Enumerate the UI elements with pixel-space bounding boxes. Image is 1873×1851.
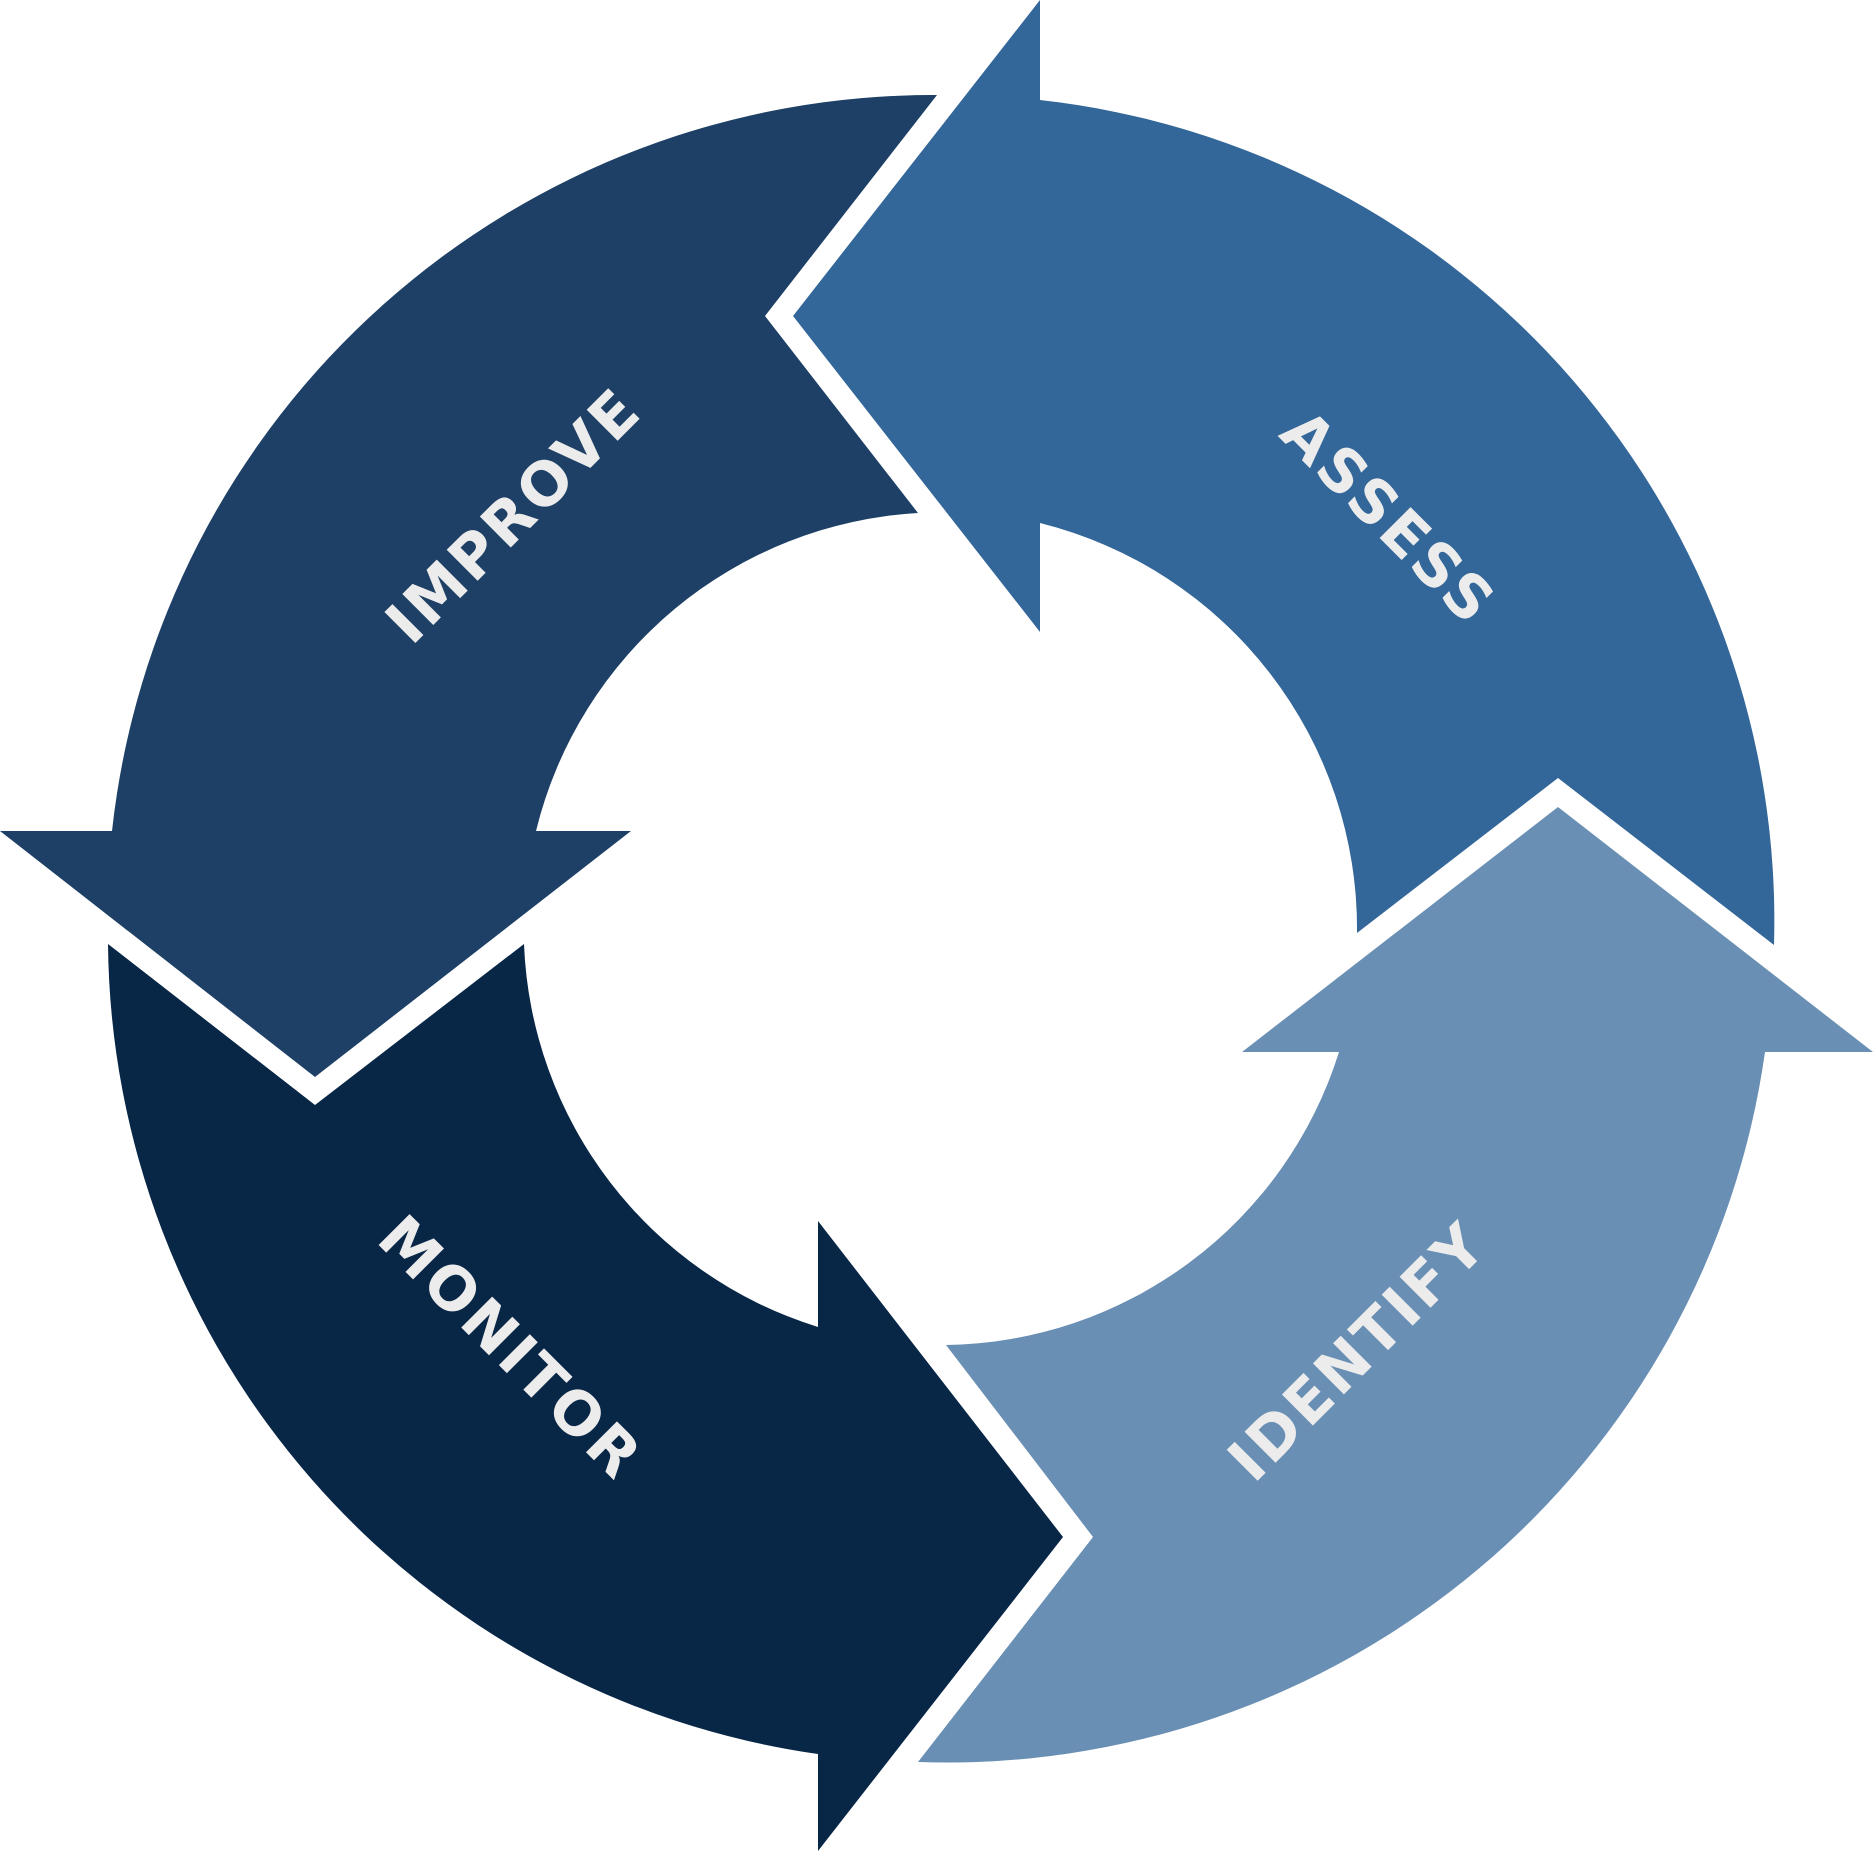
assess-arrow bbox=[793, 0, 1775, 945]
identify-arrow bbox=[918, 807, 1873, 1763]
monitor-arrow bbox=[108, 944, 1063, 1851]
improve-arrow bbox=[0, 94, 937, 1077]
